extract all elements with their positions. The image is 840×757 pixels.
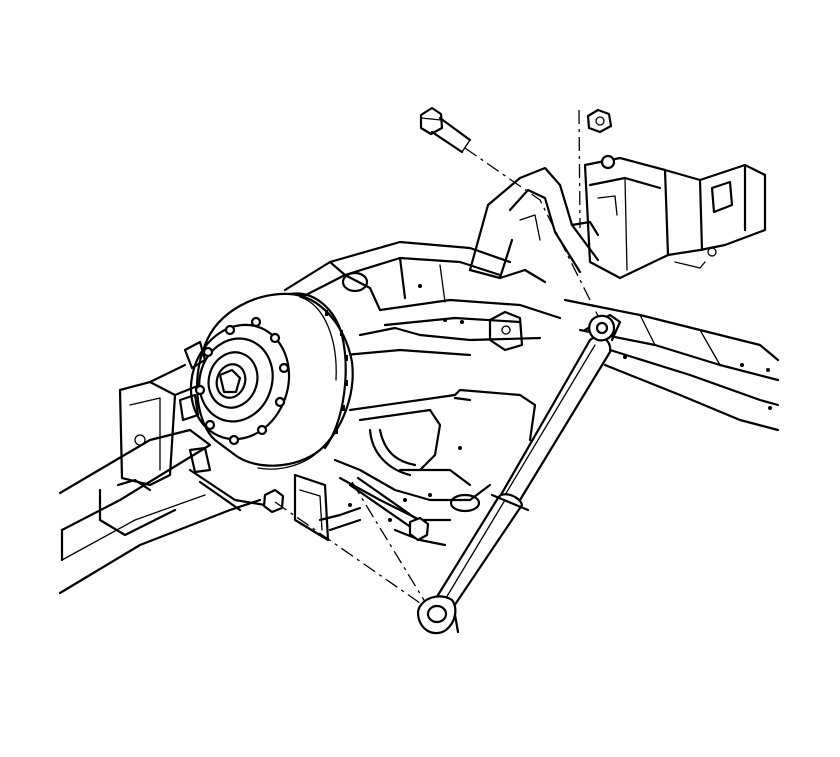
frame-rail-left: [58, 363, 262, 595]
upper-shock-nut: [578, 108, 613, 229]
lower-shock-bolt: [262, 476, 431, 611]
shock-absorber: [416, 313, 622, 635]
crossmember: [283, 240, 562, 357]
rotor-vent-slots: [325, 310, 348, 434]
wheel-hub: [178, 316, 291, 512]
upper-shock-bolt: [419, 106, 601, 321]
frame-rail-right: [563, 298, 780, 432]
frame-bracket: [583, 154, 767, 280]
lower-control-arm: [293, 388, 537, 547]
brake-rotor: [195, 292, 354, 470]
wheel-studs: [194, 316, 290, 446]
